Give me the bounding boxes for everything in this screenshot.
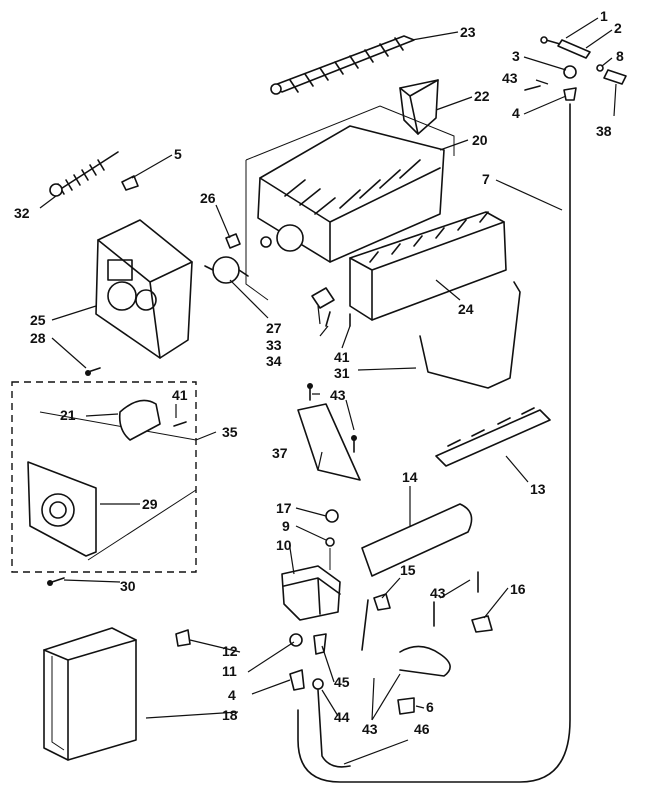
label-23: 23 — [460, 24, 476, 40]
mold-assembly-outline — [245, 105, 455, 301]
part-11-nut — [289, 633, 303, 647]
label-20: 20 — [472, 132, 488, 148]
label-9: 9 — [282, 518, 290, 534]
part-46-tube — [317, 689, 351, 768]
part-7-water-tube — [297, 103, 571, 783]
part-13-wiring-harness — [435, 407, 551, 467]
part-14-shield — [361, 503, 473, 577]
label-7: 7 — [482, 171, 490, 187]
label-43-bottom: 43 — [362, 721, 378, 737]
label-6: 6 — [426, 699, 434, 715]
label-46: 46 — [414, 721, 430, 737]
part-4-insert-lower — [289, 669, 305, 691]
label-22: 22 — [474, 88, 490, 104]
part-29-gear-plate — [27, 461, 97, 557]
label-25: 25 — [30, 312, 46, 328]
label-18: 18 — [222, 707, 238, 723]
part-30-screw-head — [47, 580, 53, 586]
label-5: 5 — [174, 146, 182, 162]
label-24: 24 — [458, 301, 474, 317]
label-10: 10 — [276, 537, 292, 553]
part-6-wire — [361, 599, 451, 677]
callout-labels: 1 2 3 8 43 4 38 23 22 20 7 5 32 26 25 28… — [14, 8, 624, 737]
label-41-left: 41 — [172, 387, 188, 403]
part-41-screw — [173, 421, 187, 427]
part-16-clamp — [471, 615, 493, 633]
part-15-clamp — [373, 593, 391, 611]
part-43-screw-bracket-2-head — [351, 435, 357, 441]
label-44: 44 — [334, 709, 350, 725]
part-9-washer — [325, 537, 335, 547]
part-22-fill-cup — [399, 79, 439, 135]
part-37-bracket — [297, 403, 361, 481]
label-43-right: 43 — [430, 585, 446, 601]
label-45: 45 — [334, 674, 350, 690]
label-4-bottom: 4 — [228, 687, 236, 703]
label-32: 32 — [14, 205, 30, 221]
label-33: 33 — [266, 337, 282, 353]
label-21: 21 — [60, 407, 76, 423]
part-21-timer-motor — [118, 399, 161, 441]
part-43-screw-bracket-head — [307, 383, 313, 389]
label-29: 29 — [142, 496, 158, 512]
label-17: 17 — [276, 500, 292, 516]
part-35-assembly-box — [11, 381, 197, 573]
label-27: 27 — [266, 320, 282, 336]
label-4-top: 4 — [512, 105, 520, 121]
fitting-group-top-right — [524, 36, 627, 101]
label-28: 28 — [30, 330, 46, 346]
part-25-motor-housing — [95, 219, 193, 359]
label-43-top: 43 — [502, 70, 518, 86]
label-38: 38 — [596, 123, 612, 139]
part-18-cover — [43, 627, 137, 761]
label-13: 13 — [530, 481, 546, 497]
part-12-connector — [175, 629, 191, 647]
part-24-ice-stripper — [349, 211, 507, 321]
label-41-mid: 41 — [334, 349, 350, 365]
part-30-screw — [51, 577, 65, 583]
part-20-ice-mold — [257, 125, 445, 263]
label-16: 16 — [510, 581, 526, 597]
part-44-nut — [312, 678, 324, 690]
part-26-clip — [225, 233, 241, 249]
part-27-motor — [204, 256, 249, 284]
part-10-water-valve — [281, 565, 341, 621]
label-26: 26 — [200, 190, 216, 206]
label-14: 14 — [402, 469, 418, 485]
part-17-nut — [325, 509, 339, 523]
part-28-screw-head — [85, 370, 91, 376]
label-8: 8 — [616, 48, 624, 64]
label-37: 37 — [272, 445, 288, 461]
label-11: 11 — [222, 663, 237, 679]
label-34: 34 — [266, 353, 282, 369]
label-3: 3 — [512, 48, 520, 64]
label-15: 15 — [400, 562, 416, 578]
part-33-bracket — [311, 287, 335, 309]
label-12: 12 — [222, 643, 238, 659]
label-35: 35 — [222, 424, 238, 440]
part-6-clip — [397, 697, 415, 715]
part-32-shaft-end — [49, 183, 63, 197]
label-43-mid: 43 — [330, 387, 346, 403]
part-32-shaft — [55, 151, 119, 195]
part-23-ejector — [270, 35, 415, 95]
part-34-screw — [325, 311, 331, 327]
part-5-clip — [121, 175, 139, 191]
leader-lines — [39, 17, 617, 765]
label-2: 2 — [614, 20, 622, 36]
label-30: 30 — [120, 578, 136, 594]
label-1: 1 — [600, 8, 608, 24]
label-31: 31 — [334, 365, 350, 381]
part-31-feeler-arm — [419, 281, 521, 389]
